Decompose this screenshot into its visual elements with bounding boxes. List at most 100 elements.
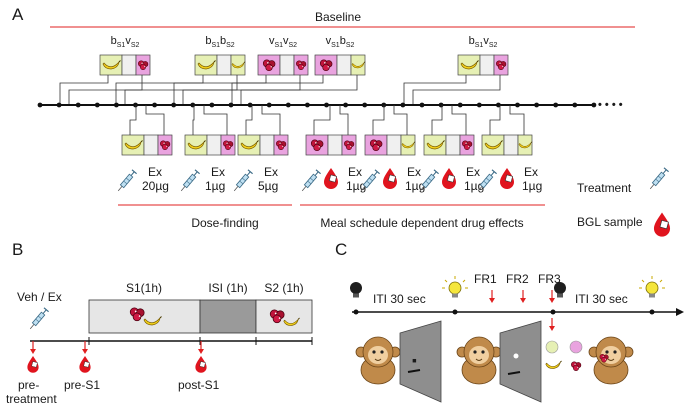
meal-code-label: bS1vS2 [111,35,140,49]
baseline-meal-box [194,54,246,76]
dose-finding-label: Dose-finding [191,216,258,230]
legend-bgl-label: BGL sample [577,215,643,229]
timeline-tick [400,102,406,108]
legend-blood-drop-icon [653,212,671,237]
bulb-on-icon-2 [638,275,666,298]
timeline-tick [152,102,158,108]
s1-label: S1(1h) [126,281,162,295]
treatment-meal-box [184,134,236,156]
treatment-meal-box [423,134,475,156]
timeline-tick [324,102,329,108]
dose-label: 1µg [405,179,425,193]
timeline-tick [37,102,43,108]
ex-label: Ex [264,165,278,179]
iti-label-2: ITI 30 sec [575,292,628,306]
meal-code-label: vS1vS2 [269,35,297,49]
treatment-syringe-icon [299,169,322,194]
treatment-syringe-icon [178,169,201,194]
treatment-syringe-icon [231,169,254,194]
timeline-tick [305,102,310,108]
meal-code-label: vS1bS2 [326,35,355,49]
baseline-title: Baseline [315,10,361,24]
treatment-meal-box [305,134,357,156]
touchscreen-1 [399,320,442,403]
isi-label: ISI (1h) [208,281,247,295]
bgl-drop-icon [441,167,457,190]
monkey-icon-2 [456,336,502,385]
timeline-tick [228,102,234,108]
timeline-tick [515,102,520,108]
isi-block [199,299,257,334]
panel-b-sample-markers [27,341,207,374]
timeline-tick [247,102,253,108]
treatment-meal-box [481,134,533,156]
treatment-meal-box [237,134,289,156]
touch-target-dot [513,353,519,359]
baseline-meal-box [314,54,366,76]
timeline-tick [94,102,100,108]
touchscreen-1-symbol: ▪ [412,352,417,368]
timeline-tick [591,102,597,108]
timeline-tick [496,102,501,108]
post-s1-drop-icon [195,355,207,374]
dose-label: 5µg [258,179,278,193]
timeline-tick [266,102,272,108]
panel-c-letter: C [335,240,347,259]
timeline-tick [190,102,196,108]
timeline-tick [534,102,539,108]
timeline-tick [285,102,291,108]
treatment-syringe-icon [115,169,138,194]
veh-ex-label: Veh / Ex [17,290,62,304]
post-s1-label: post-S1 [178,378,220,392]
timeline-tick [343,102,348,108]
panel-b-letter: B [12,240,23,259]
reward-berry-icon [570,361,582,372]
fr2-label: FR2 [506,272,529,286]
timeline-tick [476,102,482,108]
timeline-tick [419,102,425,108]
ex-label: Ex [348,165,362,179]
dose-label: 1µg [205,179,225,193]
legend-syringe-icon [647,167,670,192]
monkey-icon-3 [588,336,634,385]
timeline-tick [553,102,559,108]
timeline-tick [56,102,62,108]
reward-banana-icon [545,360,562,370]
pre-treatment-label-line2: treatment [6,392,57,406]
baseline-meal-box [99,54,151,76]
timeline-tick [457,102,463,108]
dose-label: 1µg [346,179,366,193]
s1-block [88,299,201,334]
panel-c-fr-arrows [489,290,555,331]
ex-label: Ex [524,165,538,179]
baseline-meal-box [457,54,509,76]
ex-label: Ex [211,165,225,179]
timeline-tick [75,102,81,108]
meal-schedule-label: Meal schedule dependent drug effects [320,216,523,230]
timeline-tick [171,102,177,108]
pre-s1-label: pre-S1 [64,378,100,392]
monkey-icon-1 [355,336,401,385]
treatment-meal-box [121,134,173,156]
bulb-off-icon-1 [350,282,362,298]
bgl-drop-icon [323,167,339,190]
fr3-label: FR3 [538,272,561,286]
ex-label: Ex [466,165,480,179]
bgl-drop-icon [382,167,398,190]
ex-label: Ex [407,165,421,179]
timeline-tick [438,102,444,108]
reward-plate-pink [569,340,583,354]
touchscreen-2 [499,320,542,403]
pre-treatment-drop-icon [27,355,39,374]
iti-label-1: ITI 30 sec [373,292,426,306]
timeline-tick [362,102,368,108]
timeline-tick [572,102,578,108]
meal-code-label: bS1bS2 [205,35,234,49]
s2-label: S2 (1h) [264,281,303,295]
reward-plate-green [545,340,559,354]
baseline-meal-box [257,54,309,76]
treatment-meal-box [364,134,416,156]
panel-b-syringe-icon [27,307,50,332]
